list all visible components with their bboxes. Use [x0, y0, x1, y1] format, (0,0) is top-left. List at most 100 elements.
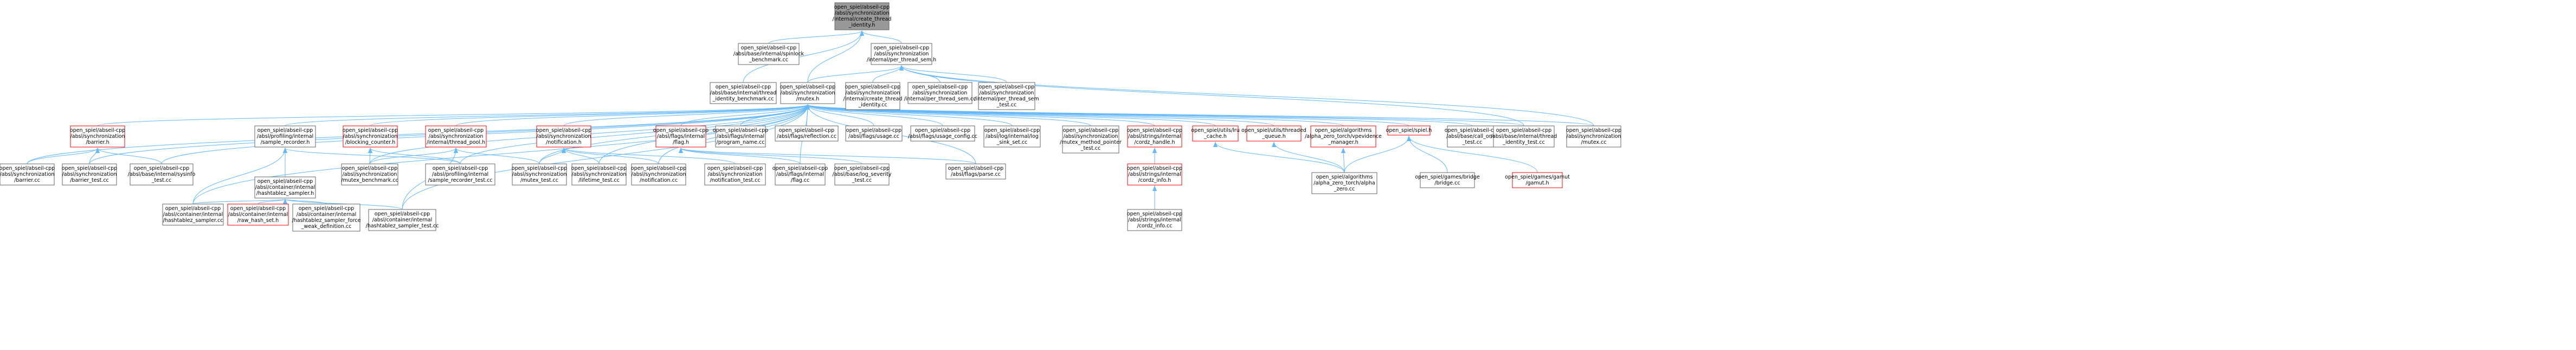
- graph-node-log-sink-set[interactable]: open_spiel/abseil-cpp/absl/log/internal/…: [983, 125, 1041, 148]
- node-label-line: /raw_hash_set.h: [237, 218, 279, 224]
- node-label-line: _cache.h: [1203, 133, 1227, 139]
- node-label-line: /mutex.h: [796, 96, 820, 102]
- node-label-line: /internal/create_thread: [843, 96, 903, 102]
- graph-node-threaded-queue-h[interactable]: open_spiel/utils/threaded_queue.h: [1241, 125, 1306, 142]
- node-box: [1420, 172, 1475, 188]
- graph-node-mutex-benchmark[interactable]: open_spiel/abseil-cpp/absl/synchronizati…: [341, 163, 398, 186]
- graph-node-program-name[interactable]: open_spiel/abseil-cpp/absl/flags/interna…: [713, 125, 768, 148]
- graph-node-cordz-info-h[interactable]: open_spiel/abseil-cpp/absl/strings/inter…: [1127, 163, 1182, 186]
- graph-node-barrier-h[interactable]: open_spiel/abseil-cpp/absl/synchronizati…: [70, 125, 125, 148]
- graph-node-per-thread-sem-cc[interactable]: open_spiel/abseil-cpp/absl/synchronizati…: [904, 82, 976, 104]
- node-label-line: _test.cc: [996, 102, 1016, 108]
- node-label-line: /absl/synchronization: [980, 90, 1034, 96]
- node-label-line: _queue.h: [1261, 133, 1286, 139]
- graph-node-parse-cc[interactable]: open_spiel/abseil-cpp/absl/flags/parse.c…: [945, 163, 1006, 180]
- dependency-edge: [370, 104, 810, 126]
- node-box: [704, 163, 766, 186]
- dependency-edge: [806, 104, 943, 126]
- node-box: [1192, 125, 1239, 142]
- graph-node-lru-cache-h[interactable]: open_spiel/utils/lru_cache.h: [1191, 125, 1240, 142]
- node-box: [254, 176, 316, 199]
- node-label-line: /notification.h: [546, 139, 582, 145]
- dependency-edge: [806, 104, 874, 126]
- node-box: [983, 125, 1041, 148]
- graph-node-mutex-method-pointer[interactable]: open_spiel/abseil-cpp/absl/synchronizati…: [1060, 125, 1122, 154]
- graph-node-hashtablez-sampler-cc[interactable]: open_spiel/abseil-cpp/absl/container/int…: [162, 203, 224, 226]
- node-label-line: /absl/synchronization: [708, 171, 763, 177]
- graph-node-thread-id-bench[interactable]: open_spiel/abseil-cpp/absl/base/internal…: [710, 82, 777, 104]
- graph-node-call-once-test[interactable]: open_spiel/abseil-cpp/absl/base/call_onc…: [1445, 125, 1500, 148]
- node-label-line: open_spiel/abseil-cpp: [874, 45, 929, 51]
- graph-node-cordz-handle-h[interactable]: open_spiel/abseil-cpp/absl/strings/inter…: [1127, 125, 1182, 148]
- graph-node-raw-hash-set-h[interactable]: open_spiel/abseil-cpp/absl/container/int…: [227, 203, 289, 226]
- node-box: [70, 125, 125, 148]
- graph-node-mutex-cc[interactable]: open_spiel/abseil-cpp/absl/synchronizati…: [1566, 125, 1621, 148]
- graph-node-vpnet-cc[interactable]: open_spiel/algorithms/alpha_zero_torch/a…: [1311, 172, 1377, 194]
- dependency-edge: [1272, 142, 1345, 173]
- graph-node-sample-recorder-test[interactable]: open_spiel/abseil-cpp/absl/profiling/int…: [425, 163, 495, 186]
- node-label-line: /absl/strings/internal: [1128, 133, 1181, 139]
- node-label-line: /absl/synchronization: [781, 90, 835, 96]
- dependency-edge: [899, 65, 1007, 83]
- graph-node-gamut-h[interactable]: open_spiel/games/gamut/gamut.h: [1505, 172, 1570, 188]
- node-label-line: /absl/synchronization: [62, 171, 117, 177]
- node-label-line: /absl/synchronization: [537, 133, 591, 139]
- node-label-line: open_spiel/abseil-cpp: [713, 128, 768, 133]
- graph-node-blocking-counter-h[interactable]: open_spiel/abseil-cpp/absl/synchronizati…: [343, 125, 398, 148]
- node-label-line: /absl/synchronization: [572, 171, 627, 177]
- graph-node-flag-h[interactable]: open_spiel/abseil-cpp/absl/flags/interna…: [653, 125, 709, 148]
- node-label-line: /alpha_zero_torch/vpevidence: [1305, 133, 1382, 139]
- graph-node-log-severity-test[interactable]: open_spiel/abseil-cpp/absl/base/log_seve…: [832, 163, 892, 186]
- node-label-line: /hashtablez_sampler_force: [292, 218, 361, 224]
- graph-node-notification-test[interactable]: open_spiel/abseil-cpp/absl/synchronizati…: [704, 163, 766, 186]
- graph-node-mutex-h[interactable]: open_spiel/abseil-cpp/absl/synchronizati…: [780, 82, 835, 104]
- graph-node-hashtablez-sampler-test[interactable]: open_spiel/abseil-cpp/absl/container/int…: [366, 209, 439, 231]
- dependency-edge: [369, 148, 458, 164]
- node-label-line: _identity_benchmark.cc: [712, 96, 774, 102]
- node-label-line: open_spiel/abseil-cpp: [512, 166, 567, 171]
- node-label-line: open_spiel/abseil-cpp: [257, 128, 313, 133]
- graph-node-usage[interactable]: open_spiel/abseil-cpp/absl/flags/usage.c…: [845, 125, 903, 142]
- graph-node-per-thread-sem-h[interactable]: open_spiel/abseil-cpp/absl/synchronizati…: [867, 43, 936, 65]
- node-label-line: open_spiel/abseil-cpp: [772, 166, 828, 171]
- node-box: [710, 82, 777, 104]
- graph-node-flag-cc[interactable]: open_spiel/abseil-cpp/absl/flags/interna…: [772, 163, 828, 186]
- node-box: [845, 125, 903, 142]
- node-label-line: open_spiel/abseil-cpp: [1496, 128, 1551, 133]
- graph-node-evidence-manager-h[interactable]: open_spiel/algorithms/alpha_zero_torch/v…: [1305, 125, 1382, 148]
- graph-node-root[interactable]: open_spiel/abseil-cpp/absl/synchronizati…: [833, 2, 892, 30]
- node-label-line: _test.cc: [852, 177, 872, 183]
- graph-node-thread-pool-h[interactable]: open_spiel/abseil-cpp/absl/synchronizati…: [425, 125, 487, 148]
- graph-node-sample-recorder-h[interactable]: open_spiel/abseil-cpp/absl/profiling/int…: [254, 125, 316, 148]
- graph-node-bridge-cc[interactable]: open_spiel/games/bridge/bridge.cc: [1415, 172, 1480, 188]
- node-label-line: open_spiel/abseil-cpp: [834, 4, 890, 10]
- graph-node-sysinfo-test[interactable]: open_spiel/abseil-cpp/absl/base/internal…: [128, 163, 196, 186]
- node-label-line: /flag.h: [673, 139, 689, 145]
- node-label-line: _zero.cc: [1334, 186, 1355, 192]
- graph-node-barrier-cc[interactable]: open_spiel/abseil-cpp/absl/synchronizati…: [0, 163, 55, 186]
- graph-node-thread-identity-test[interactable]: open_spiel/abseil-cpp/absl/base/internal…: [1491, 125, 1557, 148]
- node-box: [512, 163, 567, 186]
- node-label-line: open_spiel/abseil-cpp: [433, 166, 488, 171]
- graph-node-per-thread-sem-test[interactable]: open_spiel/abseil-cpp/absl/synchronizati…: [974, 82, 1039, 110]
- node-box: [1062, 125, 1119, 154]
- graph-node-notification-h[interactable]: open_spiel/abseil-cpp/absl/synchronizati…: [536, 125, 591, 148]
- graph-node-usage-config[interactable]: open_spiel/abseil-cpp/absl/flags/usage_c…: [908, 125, 977, 142]
- graph-node-weak-definition[interactable]: open_spiel/abseil-cpp/absl/container/int…: [292, 203, 361, 232]
- graph-node-lifetime-test[interactable]: open_spiel/abseil-cpp/absl/synchronizati…: [571, 163, 627, 186]
- graph-node-cordz-info-cc[interactable]: open_spiel/abseil-cpp/absl/strings/inter…: [1127, 209, 1182, 231]
- graph-node-create-thread-cc[interactable]: open_spiel/abseil-cpp/absl/synchronizati…: [843, 82, 903, 110]
- graph-node-hashtablez-sampler-h[interactable]: open_spiel/abseil-cpp/absl/container/int…: [254, 176, 316, 199]
- node-label-line: open_spiel/abseil-cpp: [780, 84, 835, 90]
- graph-node-spinlock[interactable]: open_spiel/abseil-cpp/absl/base/internal…: [733, 43, 804, 65]
- dependency-edge: [1213, 142, 1345, 173]
- dependency-edge: [192, 199, 287, 205]
- graph-node-notification-cc[interactable]: open_spiel/abseil-cpp/absl/synchronizati…: [631, 163, 686, 186]
- graph-node-barrier-test[interactable]: open_spiel/abseil-cpp/absl/synchronizati…: [62, 163, 117, 186]
- node-label-line: /absl/flags/internal: [657, 133, 705, 139]
- graph-node-mutex-test[interactable]: open_spiel/abseil-cpp/absl/synchronizati…: [512, 163, 567, 186]
- graph-node-spiel-h[interactable]: open_spiel/spiel.h: [1386, 125, 1432, 136]
- node-label-line: open_spiel/abseil-cpp: [342, 166, 397, 171]
- graph-node-reflection[interactable]: open_spiel/abseil-cpp/absl/flags/reflect…: [775, 125, 839, 142]
- dependency-edge: [679, 148, 862, 164]
